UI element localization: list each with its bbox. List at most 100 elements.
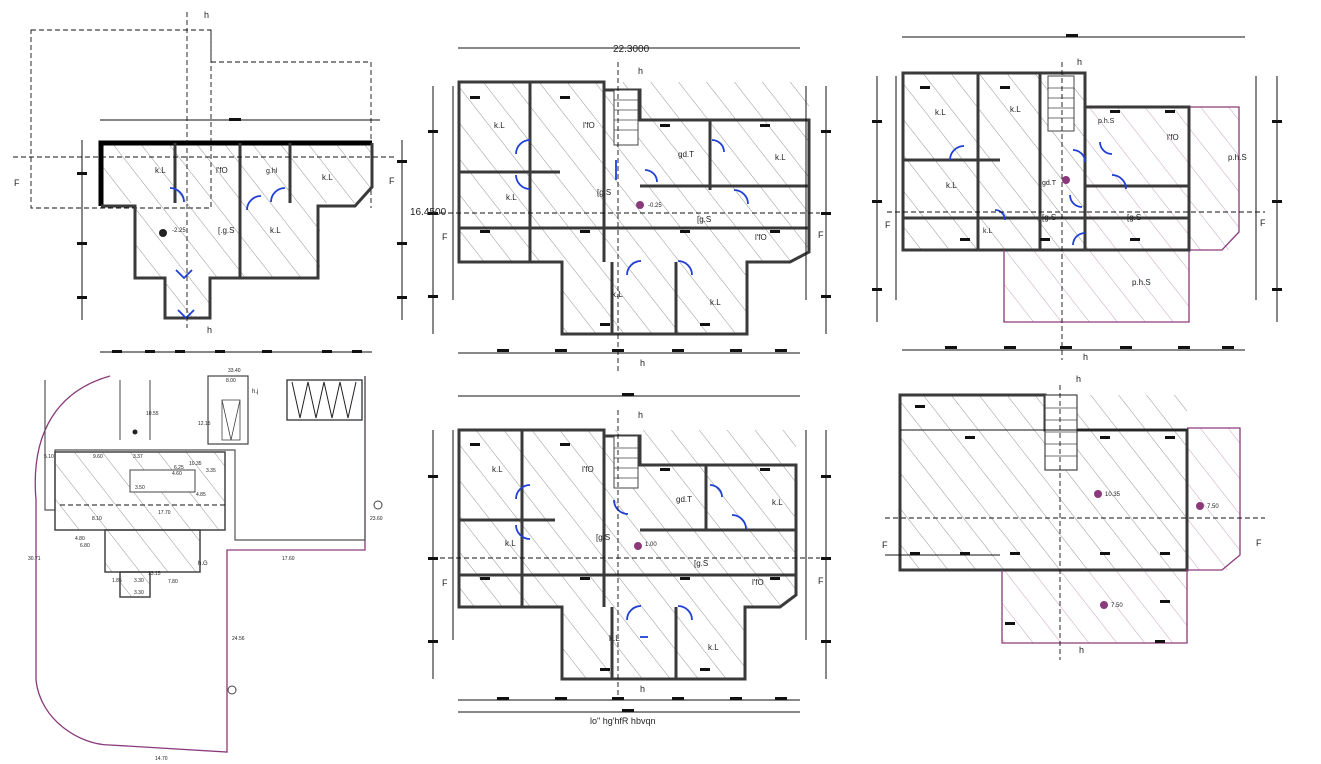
site-label: 7.80 xyxy=(168,579,178,585)
plan-2-marker-top: h xyxy=(638,66,643,76)
plan-2-room-label: [g.S xyxy=(597,188,611,197)
plan-2-room-label: k.L xyxy=(775,153,786,162)
plan-2-room-label: k.L xyxy=(612,290,623,299)
plan-2-room-label: [g.S xyxy=(697,215,711,224)
plan-3-room-label: p.h.S xyxy=(1098,118,1115,125)
site-label: 14.70 xyxy=(155,756,168,762)
site-label: 4.60 xyxy=(172,471,182,477)
site-plan: 33.40 8.00 h.j 10.55 12.15 9.60 3.37 4.6… xyxy=(28,350,383,762)
plan-4-typical-floor: h h F F k.L l'fO gd.T k.L k.L [g.S [g.S … xyxy=(428,393,831,726)
plan-4-room-label: k.L xyxy=(492,465,503,474)
plan-2-section-right: F xyxy=(818,230,824,240)
plan-3-section-left: F xyxy=(885,220,891,230)
site-label: 6.80 xyxy=(80,543,90,549)
plan-1-room-label: [.g.S xyxy=(218,226,234,235)
plan-1-level: -2.25 xyxy=(172,228,186,234)
plan-3-room-label: p.h.S xyxy=(1228,153,1247,162)
plan-1-section-left: F xyxy=(14,178,20,188)
plan-3-room-label: p.h.S xyxy=(1132,278,1151,287)
plan-1-ground-floor: h h F F k.L l'fO g.hl k.L [.g.S k.L -2.2… xyxy=(13,10,407,335)
plan-4-marker-bottom: h xyxy=(640,684,645,694)
plan-2-width-dimension: 22.3000 xyxy=(613,44,650,55)
plan-2-room-label: gd.T xyxy=(678,150,694,159)
plan-1-room-label: k.L xyxy=(322,173,333,182)
plan-2-first-floor: 22.3000 16.4500 h h F F k.L l'fO gd.T k.… xyxy=(410,44,831,372)
plan-3-marker-bottom: h xyxy=(1083,352,1088,362)
site-label: 10.55 xyxy=(146,411,159,417)
plan-5-level: 7.50 xyxy=(1207,504,1219,510)
plan-4-section-left: F xyxy=(442,578,448,588)
plan-3-room-label: gd.T xyxy=(1042,180,1057,187)
plan-5-level: 10.35 xyxy=(1105,492,1121,498)
plan-5-level: 7.50 xyxy=(1111,603,1123,609)
plan-2-room-label: l'fO xyxy=(755,233,767,242)
plan-2-room-label: l'fO xyxy=(583,121,595,130)
plan-5-marker-bottom: h xyxy=(1079,645,1084,655)
plan-4-room-label: l'fO xyxy=(582,465,594,474)
site-label: 6.25 xyxy=(174,465,184,471)
site-label: 3.35 xyxy=(206,468,216,474)
plan-4-room-label: k.L xyxy=(772,498,783,507)
plan-3-section-right: F xyxy=(1260,218,1266,228)
site-label: 3.37 xyxy=(133,454,143,460)
plan-2-marker-bottom: h xyxy=(640,358,645,368)
plan-2-height-dimension: 16.4500 xyxy=(410,207,447,218)
plan-4-room-label: k.L xyxy=(609,634,620,643)
plan-2-section-left: F xyxy=(442,232,448,242)
site-label: 33.40 xyxy=(228,368,241,374)
plan-3-room-label: k.L xyxy=(946,181,957,190)
plan-5-section-right: F xyxy=(1256,538,1262,548)
plan-4-room-label: k.L xyxy=(505,539,516,548)
site-label: 23.60 xyxy=(370,516,383,522)
plan-4-marker-top: h xyxy=(638,410,643,420)
site-label: 3.30 xyxy=(134,578,144,584)
site-label: 5.10 xyxy=(44,454,54,460)
site-label: 13.15 xyxy=(148,571,161,577)
site-label: 3.30 xyxy=(134,590,144,596)
site-label: 17.60 xyxy=(282,556,295,562)
site-label: h.G xyxy=(198,561,208,567)
site-label: 24.56 xyxy=(232,636,245,642)
plan-1-room-label: k.L xyxy=(155,166,166,175)
plan-4-room-label: [g.S xyxy=(694,559,708,568)
plan-3-room-label: [g.S xyxy=(1042,213,1056,222)
plan-4-room-label: [g.S xyxy=(596,533,610,542)
site-label: 10.35 xyxy=(189,461,202,467)
plan-4-room-label: k.L xyxy=(708,643,719,652)
site-label: 8.10 xyxy=(92,516,102,522)
plan-3-room-label: [g.S xyxy=(1127,213,1141,222)
plan-4-section-right: F xyxy=(818,576,824,586)
plan-5-roof: h h F F 10.35 7.50 7.50 xyxy=(882,374,1265,660)
plan-3-marker-top: h xyxy=(1077,57,1082,67)
site-label: 17.70 xyxy=(158,510,171,516)
site-label: 8.00 xyxy=(226,378,236,384)
site-label: 3.50 xyxy=(135,485,145,491)
plan-4-level: 1.00 xyxy=(645,542,657,548)
plan-1-section-right: F xyxy=(389,176,395,186)
plan-2-room-label: k.L xyxy=(506,193,517,202)
site-label: 4.85 xyxy=(196,492,206,498)
plan-3-room-label: k.L xyxy=(935,108,946,117)
plan-2-level: -0.25 xyxy=(648,203,662,209)
plan-3-room-label: l'fO xyxy=(1167,133,1179,142)
plan-4-room-label: l'fO xyxy=(752,578,764,587)
plan-1-room-label: g.hl xyxy=(266,168,278,175)
site-label: 30.71 xyxy=(28,556,41,562)
plan-2-room-label: k.L xyxy=(494,121,505,130)
plan-1-marker-top: h xyxy=(204,10,209,20)
site-label: 1.85 xyxy=(112,578,122,584)
plan-5-section-left: F xyxy=(882,540,888,550)
plan-5-marker-top: h xyxy=(1076,374,1081,384)
plan-4-room-label: gd.T xyxy=(676,495,692,504)
plan-1-marker-bottom: h xyxy=(207,325,212,335)
site-label: h.j xyxy=(252,389,258,395)
site-label: 12.15 xyxy=(198,421,211,427)
plan-2-room-label: k.L xyxy=(710,298,721,307)
plan-3-room-label: k.L xyxy=(983,228,992,235)
site-label: 4.80 xyxy=(75,536,85,542)
plan-3-room-label: k.L xyxy=(1010,105,1021,114)
plan-1-room-label: k.L xyxy=(270,226,281,235)
plan-1-room-label: l'fO xyxy=(216,166,228,175)
site-label: 9.60 xyxy=(93,454,103,460)
